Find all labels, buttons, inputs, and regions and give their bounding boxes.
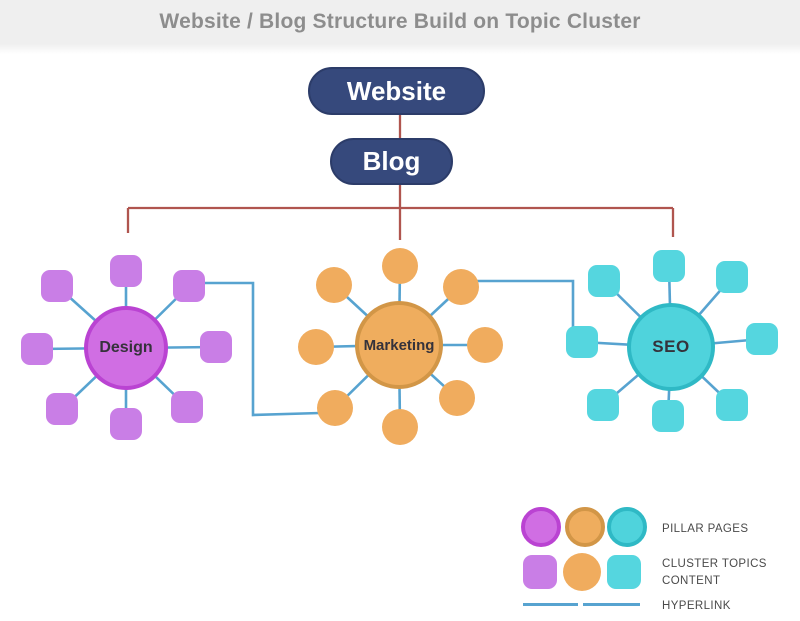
- marketing-topic-node: [382, 409, 418, 445]
- design-pillar-label: Design: [99, 339, 153, 356]
- legend-pillar-purple-icon: [521, 507, 561, 547]
- legend-hyperlink-line-icon: [583, 603, 640, 606]
- marketing-topic-node: [317, 390, 353, 426]
- marketing-pillar-page: Marketing: [355, 301, 443, 389]
- legend-cluster-topics-line2: CONTENT: [662, 574, 721, 587]
- marketing-topic-node: [298, 329, 334, 365]
- marketing-topic-node: [439, 380, 475, 416]
- legend-hyperlink-line-icon: [523, 603, 578, 606]
- legend-topic-purple-icon: [523, 555, 557, 589]
- page-title: Website / Blog Structure Build on Topic …: [159, 10, 641, 33]
- design-marketing-hyperlink: [205, 281, 321, 417]
- seo-topic-node: [587, 389, 619, 421]
- website-node: Website: [308, 67, 485, 115]
- marketing-pillar-label: Marketing: [363, 336, 435, 354]
- legend-hyperlink-label: HYPERLINK: [662, 600, 731, 612]
- seo-pillar-page: SEO: [627, 303, 715, 391]
- marketing-topic-node: [467, 327, 503, 363]
- design-topic-node: [200, 331, 232, 363]
- marketing-seo-hyperlink: [477, 279, 575, 330]
- seo-topic-node: [653, 250, 685, 282]
- marketing-topic-node: [443, 269, 479, 305]
- design-topic-node: [41, 270, 73, 302]
- marketing-topic-node: [316, 267, 352, 303]
- marketing-topic-node: [382, 248, 418, 284]
- legend-pillar-cyan-icon: [607, 507, 647, 547]
- design-topic-node: [46, 393, 78, 425]
- design-topic-node: [110, 408, 142, 440]
- design-pillar-page: Design: [84, 306, 168, 390]
- legend-cluster-topics-label: CLUSTER TOPICS CONTENT: [662, 556, 767, 589]
- design-topic-node: [171, 391, 203, 423]
- header-divider: [0, 44, 800, 54]
- seo-pillar-label: SEO: [652, 337, 690, 356]
- blog-node: Blog: [330, 138, 453, 185]
- seo-topic-node: [652, 400, 684, 432]
- hierarchy-tree-lines: [126, 115, 675, 240]
- design-topic-node: [110, 255, 142, 287]
- legend-topic-cyan-icon: [607, 555, 641, 589]
- blog-node-label: Blog: [362, 146, 421, 176]
- seo-topic-node: [588, 265, 620, 297]
- design-topic-node: [173, 270, 205, 302]
- seo-topic-node: [716, 389, 748, 421]
- seo-topic-node: [566, 326, 598, 358]
- seo-topic-node: [716, 261, 748, 293]
- legend-pillar-orange-icon: [565, 507, 605, 547]
- legend-pillar-pages-label: PILLAR PAGES: [662, 523, 749, 535]
- header-band: Website / Blog Structure Build on Topic …: [0, 0, 800, 44]
- design-topic-node: [21, 333, 53, 365]
- legend-cluster-topics-line1: CLUSTER TOPICS: [662, 558, 767, 570]
- legend-topic-orange-icon: [563, 553, 601, 591]
- seo-topic-node: [746, 323, 778, 355]
- website-node-label: Website: [346, 75, 447, 106]
